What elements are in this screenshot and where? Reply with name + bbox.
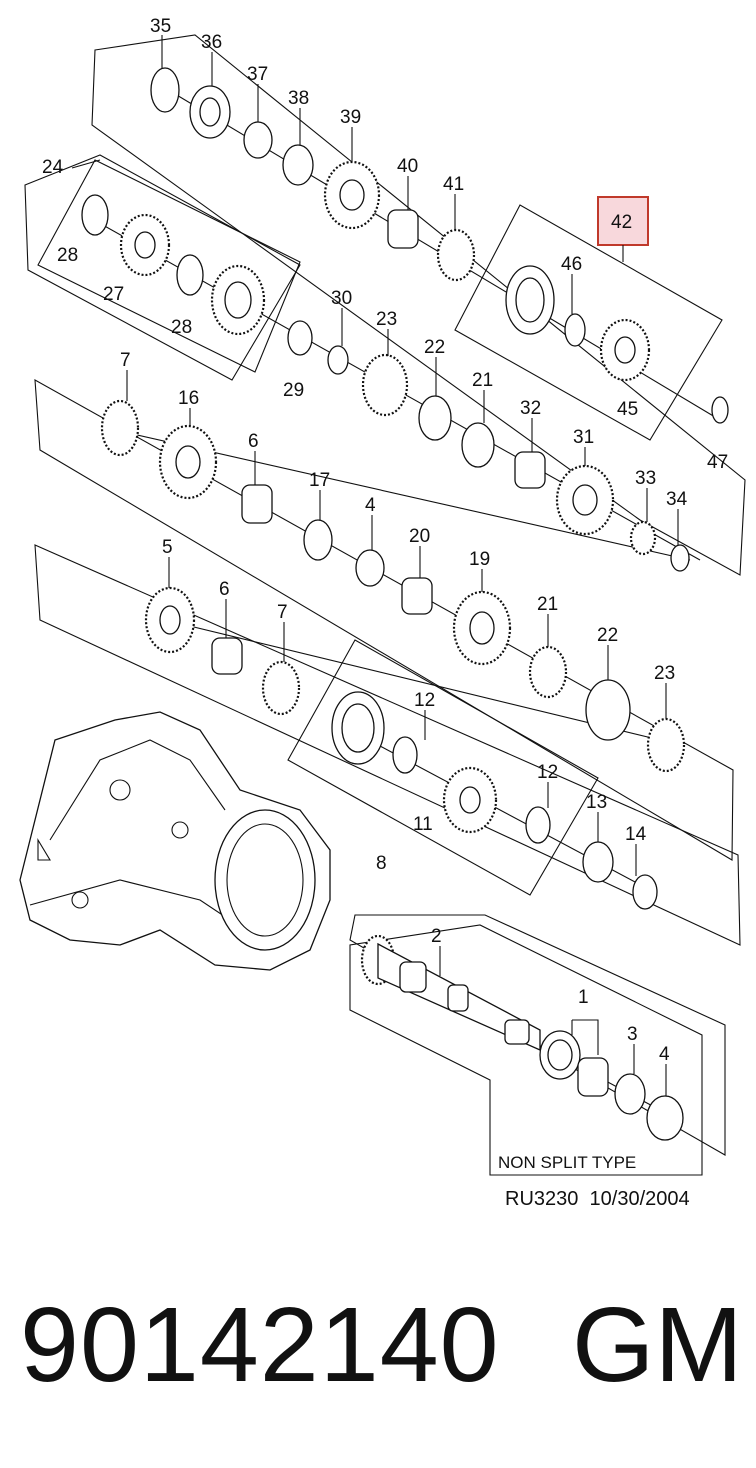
brand-name: GM (572, 1286, 743, 1404)
callout-7b: 7 (277, 602, 288, 623)
callout-17: 17 (309, 470, 330, 491)
ring-38 (282, 144, 314, 186)
input-shaft (360, 934, 541, 1052)
callout-4b: 4 (659, 1044, 670, 1065)
callout-28b: 28 (171, 317, 192, 338)
cone-22 (418, 395, 452, 441)
callout-6a: 6 (248, 431, 259, 452)
needle-bearing-6b (211, 637, 243, 675)
ring-13 (582, 841, 614, 883)
callout-20: 20 (409, 526, 430, 547)
parts (19, 67, 729, 1141)
ring-33 (629, 520, 657, 556)
callout-3: 3 (627, 1024, 638, 1045)
ring-37 (243, 121, 273, 159)
ring-4b (646, 1095, 684, 1141)
spring-28b (176, 254, 204, 296)
ring-17 (303, 519, 333, 561)
callout-30: 30 (331, 288, 352, 309)
ring-34 (670, 544, 690, 572)
part-number: 90142140 (20, 1286, 500, 1404)
callout-36: 36 (201, 32, 222, 53)
callout-22a: 22 (424, 337, 445, 358)
highlight-box (597, 196, 649, 246)
ring-14 (632, 874, 658, 910)
callout-19: 19 (469, 549, 490, 570)
needle-bearing-6a (241, 484, 273, 524)
callout-46: 46 (561, 254, 582, 275)
drawing-code: RU3230 (505, 1188, 579, 1210)
spring-12a (392, 736, 418, 774)
callout-28a: 28 (57, 245, 78, 266)
callout-24: 24 (42, 157, 64, 178)
spring-12b (525, 806, 551, 844)
callout-29: 29 (283, 380, 304, 401)
callout-11: 11 (413, 814, 433, 835)
ring-47 (711, 396, 729, 424)
ring-21 (461, 422, 495, 468)
ring-3 (614, 1073, 646, 1115)
callout-16: 16 (178, 388, 199, 409)
callout-42: 42 (611, 212, 632, 233)
ring-23b (646, 717, 686, 773)
callout-7a: 7 (120, 350, 131, 371)
spring-28a (81, 194, 109, 236)
ring-30 (327, 345, 349, 375)
callout-8: 8 (376, 853, 387, 874)
callout-12b: 12 (537, 762, 558, 783)
callout-1: 1 (578, 987, 589, 1008)
needle-bearing-40 (387, 209, 419, 249)
ring-7b (261, 660, 301, 716)
callout-39: 39 (340, 107, 361, 128)
ring-7a (100, 399, 140, 457)
callout-23b: 23 (654, 663, 675, 684)
callout-32: 32 (520, 398, 541, 419)
non-split-type-label: NON SPLIT TYPE (498, 1153, 636, 1172)
callout-21b: 21 (537, 594, 558, 615)
ring-29 (287, 320, 313, 356)
exploded-parts-diagram: 35 36 37 38 39 40 41 42 24 28 27 28 46 4… (19, 16, 746, 1176)
callouts: 35 36 37 38 39 40 41 42 24 28 27 28 46 4… (42, 16, 728, 1172)
callout-12a: 12 (414, 690, 435, 711)
callout-6b: 6 (219, 579, 230, 600)
callout-40: 40 (397, 156, 418, 177)
callout-45: 45 (617, 399, 638, 420)
callout-41: 41 (443, 174, 464, 195)
cone-22b (585, 679, 631, 741)
callout-33: 33 (635, 468, 656, 489)
ring-41 (436, 228, 476, 282)
callout-2: 2 (431, 926, 442, 947)
circlip-35 (150, 67, 180, 113)
needle-bearing-20 (401, 577, 433, 615)
callout-35: 35 (150, 16, 171, 37)
callout-4a: 4 (365, 495, 376, 516)
callout-31: 31 (573, 427, 594, 448)
ring-21b (528, 645, 568, 699)
callout-22b: 22 (597, 625, 618, 646)
bearing-cone-1 (577, 1057, 609, 1097)
callout-38: 38 (288, 88, 309, 109)
ring-23 (361, 353, 409, 417)
leader-lines (71, 35, 679, 1096)
spring-46 (564, 313, 586, 347)
callout-13: 13 (586, 792, 607, 813)
callout-27: 27 (103, 284, 124, 305)
callout-37: 37 (247, 64, 268, 85)
transmission-case (19, 711, 331, 971)
drawing-date: 10/30/2004 (589, 1188, 690, 1210)
ring-4a (355, 549, 385, 587)
callout-21a: 21 (472, 370, 493, 391)
needle-bearing-32 (514, 451, 546, 489)
callout-14: 14 (625, 824, 647, 845)
callout-34: 34 (666, 489, 688, 510)
drawing-reference: RU3230 10/30/2004 (505, 1188, 690, 1211)
callout-23a: 23 (376, 309, 397, 330)
callout-47: 47 (707, 452, 728, 473)
group-outlines (24, 34, 746, 1176)
callout-5: 5 (162, 537, 173, 558)
